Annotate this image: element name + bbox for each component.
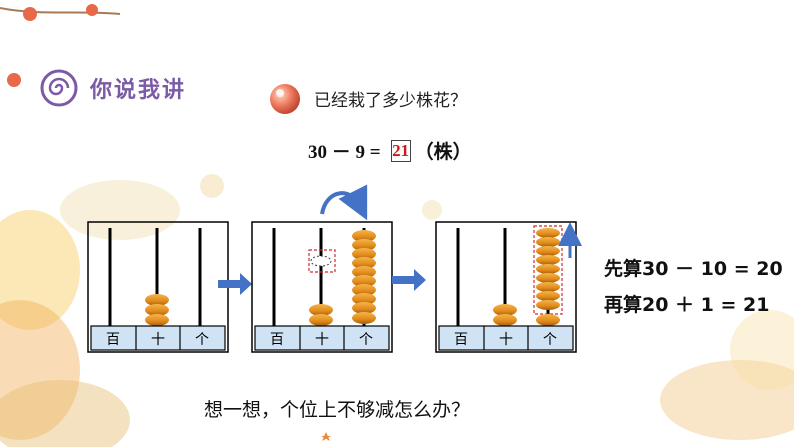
answer-value: 21 xyxy=(392,140,410,160)
abacus-1-label-hundreds: 百 xyxy=(106,332,120,348)
answer-box: 21 xyxy=(390,139,411,162)
abacus-1-label-tens: 十 xyxy=(151,332,165,348)
step-second: 再算20 ＋ 1 = 21 xyxy=(604,294,770,316)
abacus-3-label-hundreds: 百 xyxy=(454,332,468,348)
abacus-2-ones-beads xyxy=(352,230,376,324)
removed-bead-box xyxy=(308,249,336,273)
equation-unit: （株） xyxy=(414,141,472,163)
equation: 30 － 9 = 21 （株） xyxy=(308,137,472,164)
step-first: 先算30 － 10 = 20 xyxy=(604,258,783,280)
abacus-3-ones-beads xyxy=(536,228,560,326)
abacus-1: 百 十 个 xyxy=(87,221,229,353)
equation-expression: 30 － 9 = xyxy=(308,142,381,163)
removed-bead xyxy=(310,255,332,267)
abacus-2-label-hundreds: 百 xyxy=(270,332,284,348)
question-text: 已经栽了多少株花？ xyxy=(314,91,467,111)
abacus-3-label-ones: 个 xyxy=(543,332,557,348)
abacus-2-tens-beads xyxy=(309,304,333,326)
spiral-icon xyxy=(40,69,78,107)
curved-arrow xyxy=(320,184,368,221)
question-ball-icon xyxy=(270,84,300,114)
section-title: 你说我讲 xyxy=(40,68,186,108)
abacus-2-label-ones: 个 xyxy=(359,332,373,348)
abacus-2: 百 十 个 xyxy=(251,221,393,353)
arrow-right-1 xyxy=(218,273,252,295)
think-prompt: 想一想，个位上不够减怎么办？ xyxy=(204,399,471,421)
section-title-text: 你说我讲 xyxy=(90,78,187,103)
abacus-1-tens-beads xyxy=(145,294,169,326)
abacus-1-label-ones: 个 xyxy=(195,332,209,348)
arrow-right-2 xyxy=(392,269,426,291)
abacus-2-label-tens: 十 xyxy=(315,332,329,348)
abacus-3: 百 十 个 xyxy=(435,221,577,353)
abacus-3-label-tens: 十 xyxy=(499,332,513,348)
abacus-3-tens-beads xyxy=(493,304,517,326)
